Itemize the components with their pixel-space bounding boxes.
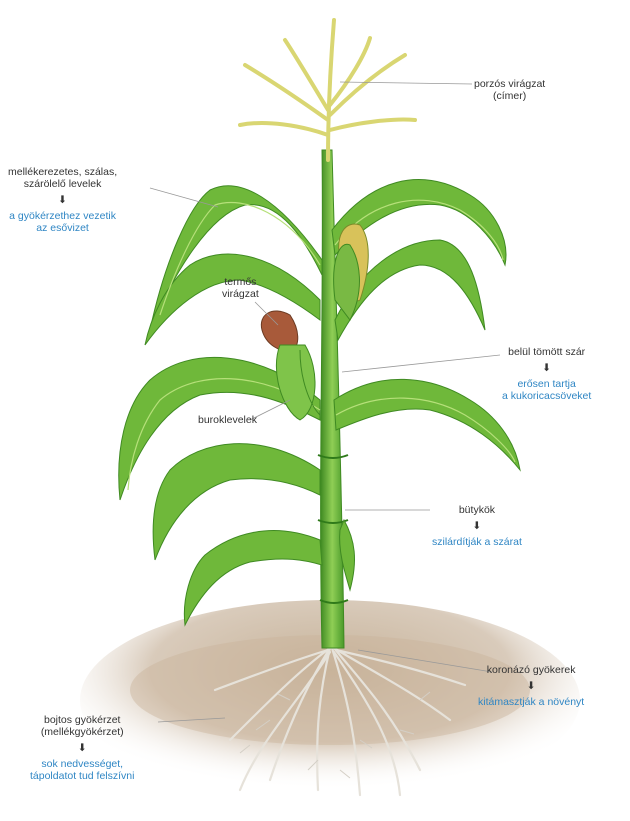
label-nodes-effect1: szilárdítják a szárat [432, 536, 522, 548]
label-leaves-effect1: a gyökérzethez vezetik [8, 210, 117, 222]
label-brace-roots-line1: koronázó gyökerek [478, 664, 584, 676]
label-ear: termős virágzat [222, 276, 259, 300]
label-stem: belül tömött szár ⬇ erősen tartja a kuko… [502, 346, 591, 402]
label-tassel-line2: (címer) [474, 90, 545, 102]
down-arrow-icon: ⬇ [478, 680, 584, 692]
label-fibrous-roots-line1: bojtos gyökérzet [30, 714, 134, 726]
label-nodes: bütykök ⬇ szilárdítják a szárat [432, 504, 522, 548]
down-arrow-icon: ⬇ [432, 520, 522, 532]
label-husks: buroklevelek [198, 414, 257, 426]
label-brace-roots: koronázó gyökerek ⬇ kitámasztják a növén… [478, 664, 584, 708]
tassel [240, 20, 415, 160]
label-leaves-effect2: az esővizet [8, 222, 117, 234]
label-nodes-line1: bütykök [432, 504, 522, 516]
label-fibrous-roots-effect1: sok nedvességet, [30, 758, 134, 770]
label-tassel: porzós virágzat (címer) [474, 78, 545, 102]
label-ear-line1: termős [222, 276, 259, 288]
ear-lower [261, 311, 320, 420]
label-stem-effect2: a kukoricacsöveket [502, 390, 591, 402]
label-leaves-line2: szárölelő levelek [8, 178, 117, 190]
label-leaves-line1: mellékerezetes, szálas, [8, 166, 117, 178]
label-fibrous-roots-effect2: tápoldatot tud felszívni [30, 770, 134, 782]
label-stem-line1: belül tömött szár [502, 346, 591, 358]
label-leaves: mellékerezetes, szálas, szárölelő levele… [8, 166, 117, 234]
label-ear-line2: virágzat [222, 288, 259, 300]
down-arrow-icon: ⬇ [30, 742, 134, 754]
label-husks-line1: buroklevelek [198, 414, 257, 426]
label-brace-roots-effect1: kitámasztják a növényt [478, 696, 584, 708]
leaves [119, 180, 520, 625]
down-arrow-icon: ⬇ [8, 194, 117, 206]
down-arrow-icon: ⬇ [502, 362, 591, 374]
label-fibrous-roots: bojtos gyökérzet (mellékgyökérzet) ⬇ sok… [30, 714, 134, 782]
label-fibrous-roots-line2: (mellékgyökérzet) [30, 726, 134, 738]
label-tassel-line1: porzós virágzat [474, 78, 545, 90]
label-stem-effect1: erősen tartja [502, 378, 591, 390]
